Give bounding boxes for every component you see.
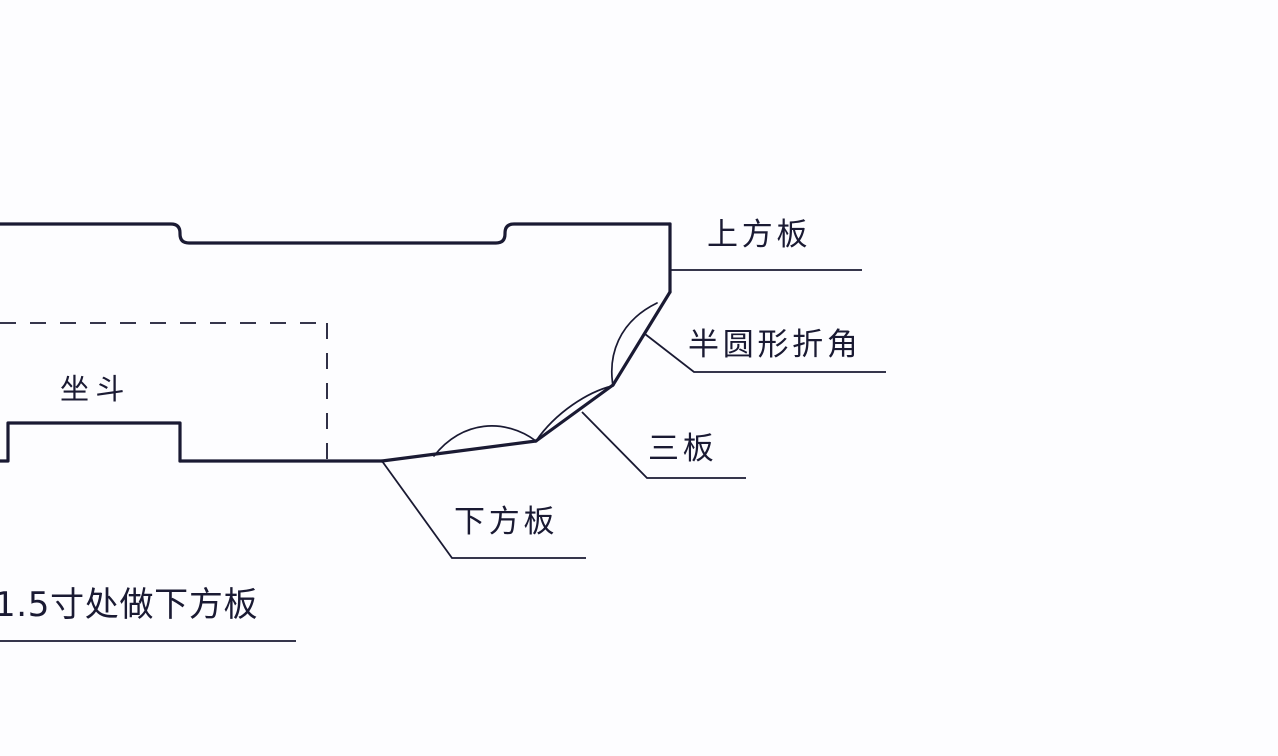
label-half-round-corner: 半圆形折角 bbox=[688, 327, 862, 363]
arc-lower-half-round bbox=[433, 425, 537, 457]
upper-bevel-face bbox=[611, 290, 672, 387]
hidden-outline-dashed bbox=[0, 322, 328, 461]
top-edge-and-groove-path bbox=[0, 222, 672, 245]
label-seat-block: 坐斗 bbox=[60, 372, 131, 406]
outline-main-profile bbox=[0, 222, 672, 463]
label-three-board: 三板 bbox=[648, 431, 718, 467]
seat-block-notch-step bbox=[0, 421, 182, 463]
leader-lower-board bbox=[381, 460, 586, 559]
middle-bevel-face bbox=[534, 383, 615, 443]
leader-three-board bbox=[581, 411, 746, 479]
leader-half-round-corner bbox=[644, 333, 886, 373]
label-upper-board: 上方板 bbox=[707, 217, 812, 253]
arc-middle-half-round bbox=[535, 385, 613, 442]
label-lower-board: 下方板 bbox=[454, 504, 559, 540]
leader-lines bbox=[0, 269, 886, 642]
label-note-bottom-left: 1.5寸处做下方板 bbox=[0, 585, 259, 625]
arc-upper-half-round bbox=[610, 302, 658, 387]
half-round-bend-arcs bbox=[433, 302, 658, 457]
lower-slope-face bbox=[380, 439, 538, 463]
